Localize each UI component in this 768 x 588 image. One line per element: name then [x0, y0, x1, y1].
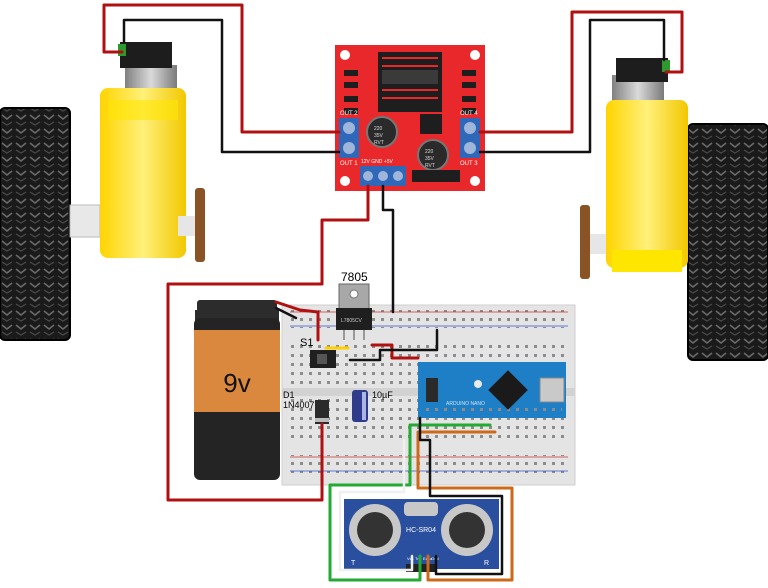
- out3-label: OUT 3: [460, 161, 478, 167]
- sensor-r: R: [484, 560, 489, 567]
- left-motor: [69, 42, 205, 262]
- battery-9v: 9v: [194, 300, 280, 480]
- wire-sensor-white: [338, 438, 414, 572]
- wire-gnd-black-2: [348, 328, 439, 362]
- wire-left-motor-black: [122, 18, 341, 154]
- switch-label: S1: [300, 337, 313, 349]
- slide-switch: [310, 350, 336, 368]
- out1-label: OUT 1: [340, 161, 358, 167]
- cap1-text-1: 220: [374, 126, 383, 132]
- cap2-text-1: 220: [425, 149, 434, 155]
- out2-label: OUT 2: [340, 111, 358, 117]
- motor-driver-board: [335, 45, 485, 191]
- right-motor: [580, 58, 688, 279]
- regulator-label: 7805: [341, 270, 368, 284]
- wire-sensor-green: [328, 423, 492, 582]
- arduino-nano: ARDUINO NANO: [418, 362, 566, 418]
- diode-label-1: D1: [283, 390, 295, 400]
- wire-12v-red: [166, 184, 370, 502]
- terminal-labels: 12V GND +5V: [361, 159, 393, 165]
- sensor-label: HC-SR04: [406, 527, 436, 534]
- battery-label: 9v: [223, 368, 250, 398]
- sensor-pin-trig: Trig: [415, 556, 422, 561]
- capacitor-label: 10µF: [372, 390, 393, 400]
- wire-sensor-black: [418, 416, 504, 576]
- nano-label: ARDUINO NANO: [446, 401, 485, 407]
- wire-sensor-orange: [416, 430, 514, 582]
- wire-left-motor-red: [102, 3, 341, 134]
- sensor-t: T: [351, 560, 356, 567]
- right-wheel: [687, 123, 768, 361]
- wire-battery-red: [274, 300, 320, 342]
- voltage-regulator: L7805CV: [336, 283, 372, 340]
- cap1-text-2: 35V: [374, 133, 384, 139]
- cap2-text-2: 35V: [425, 156, 435, 162]
- cap1-text-3: RVT: [374, 140, 384, 146]
- wire-battery-black: [274, 306, 298, 320]
- wire-5v-red: [370, 343, 420, 360]
- wire-gnd-black: [381, 184, 395, 314]
- wire-right-motor-black: [478, 18, 666, 154]
- cap2-text-3: RVT: [425, 163, 435, 169]
- electrolytic-capacitor: [352, 390, 368, 422]
- wire-right-motor-red: [478, 10, 684, 134]
- diode: [315, 400, 329, 424]
- out4-label: OUT 4: [460, 111, 478, 117]
- left-wheel: [0, 107, 71, 341]
- regulator-part: L7805CV: [341, 318, 363, 324]
- diode-label-2: 1N4007: [283, 400, 315, 410]
- sensor-pin-vcc: Vcc: [407, 556, 414, 561]
